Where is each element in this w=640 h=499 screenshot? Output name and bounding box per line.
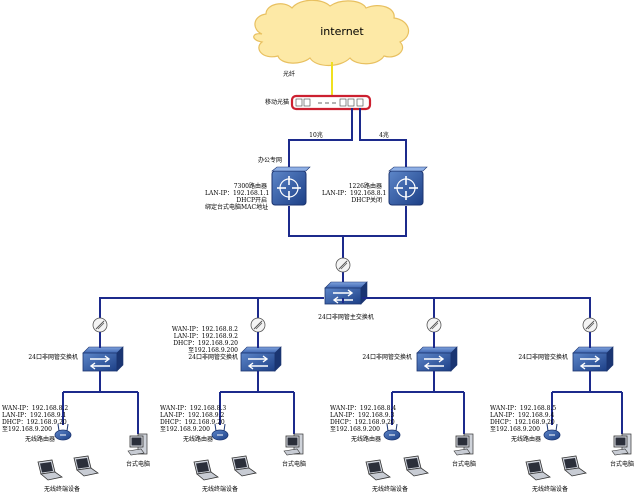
laptops-label: 无线终端设备: [201, 486, 239, 493]
ip-line: 至192.168.9.200: [2, 426, 52, 433]
router-right-line: LAN-IP：192.168.8.1: [322, 190, 387, 197]
laptop-icon: [231, 455, 257, 477]
hub-icon: [335, 257, 351, 273]
ip-line: DHCP：192.168.9.20: [490, 419, 555, 426]
uplink-lines: [288, 108, 407, 168]
desktop-computer-icon: [453, 433, 474, 456]
access-switch-2-info: WAN-IP：192.168.8.2 LAN-IP：192.168.9.2 DH…: [164, 326, 238, 361]
endpoint-devices: [37, 423, 632, 481]
access-switch-label: 24口非网管交换机: [188, 354, 238, 361]
switch-icon: [324, 281, 368, 305]
branch-3-ip: WAN-IP：192.168.8.4 LAN-IP：192.168.9.3 DH…: [330, 405, 396, 433]
desktop-label: 台式电脑: [125, 461, 151, 468]
access-switch-ip-line: DHCP：192.168.9.20: [173, 340, 238, 347]
ip-line: DHCP：192.168.9.20: [160, 419, 225, 426]
office-net-label: 办公专网: [257, 157, 283, 164]
desktop-label: 台式电脑: [451, 461, 477, 468]
switch-icon: [240, 346, 282, 372]
laptops-label: 无线终端设备: [371, 486, 409, 493]
laptop-icon: [193, 459, 219, 481]
ip-line: DHCP：192.168.9.20: [2, 419, 67, 426]
wifi-router-icon: [543, 423, 561, 441]
router-left-info: 7300路由器 LAN-IP：192.168.1.1 DHCP开启 绑定台式电脑…: [205, 183, 270, 211]
laptop-icon: [37, 459, 63, 481]
internet-cloud: [253, 0, 410, 67]
ip-line: WAN-IP：192.168.8.2: [2, 405, 69, 412]
router-7300: [271, 166, 311, 206]
router-icon: [388, 166, 428, 206]
ip-line: LAN-IP：192.168.9.1: [2, 412, 67, 419]
access-switch-label: 24口非网管交换机: [518, 354, 568, 361]
router-icon: [271, 166, 311, 206]
desktop-computer-icon: [127, 433, 148, 456]
laptop-icon: [525, 459, 551, 481]
router-merge-lines: [288, 206, 407, 286]
laptop-icon: [561, 455, 587, 477]
ip-line: WAN-IP：192.168.8.5: [490, 405, 557, 412]
branch-4-ip: WAN-IP：192.168.8.5 LAN-IP：192.168.9.4 DH…: [490, 405, 556, 433]
wifi-router-label: 无线路由器: [182, 436, 214, 443]
router-right-line: 1226路由器: [348, 183, 382, 190]
access-switch-ip-line: LAN-IP：192.168.9.2: [173, 333, 238, 340]
desktop-label: 台式电脑: [609, 461, 635, 468]
wifi-router-label: 无线路由器: [24, 436, 56, 443]
hub-icon: [250, 317, 266, 333]
wifi-router-icon: [383, 423, 401, 441]
link-right-label: 4兆: [379, 132, 389, 139]
router-left-line: 7300路由器: [233, 183, 267, 190]
access-switch-label: 24口非网管交换机: [28, 354, 78, 361]
ip-line: LAN-IP：192.168.9.2: [160, 412, 225, 419]
desktop-label: 台式电脑: [281, 461, 307, 468]
switch-icon: [572, 346, 614, 372]
ip-line: DHCP：192.168.9.20: [330, 419, 395, 426]
access-switches: [82, 346, 614, 372]
fiber-label: 光纤: [283, 71, 296, 78]
router-left-line: LAN-IP：192.168.1.1: [205, 190, 270, 197]
ip-line: 至192.168.9.200: [490, 426, 540, 433]
ip-line: LAN-IP：192.168.9.3: [330, 412, 395, 419]
ip-line: WAN-IP：192.168.8.4: [330, 405, 397, 412]
wifi-router-label: 无线路由器: [510, 436, 542, 443]
access-switch-ip-line: 至192.168.9.200: [188, 347, 238, 354]
desktop-computer-icon: [283, 433, 304, 456]
ip-line: 至192.168.9.200: [160, 426, 210, 433]
branch-1-ip: WAN-IP：192.168.8.2 LAN-IP：192.168.9.1 DH…: [2, 405, 68, 433]
router-1226: [388, 166, 428, 206]
access-switch-ip-line: WAN-IP：192.168.8.2: [171, 326, 238, 333]
wifi-router-icon: [54, 423, 72, 441]
modem-device: [290, 94, 372, 111]
wifi-router-label: 无线路由器: [350, 436, 382, 443]
core-switch-label: 24口非网管主交换机: [318, 314, 374, 321]
ip-line: LAN-IP：192.168.9.4: [490, 412, 555, 419]
hub-icon: [582, 317, 598, 333]
switch-icon: [416, 346, 458, 372]
laptops-label: 无线终端设备: [531, 486, 569, 493]
branch-lines: [62, 332, 623, 434]
laptops-label: 无线终端设备: [43, 486, 81, 493]
laptop-icon: [73, 455, 99, 477]
modem-label: 移动光猫: [264, 99, 289, 106]
internet-label: internet: [320, 25, 364, 38]
hub-connector-icon: [335, 257, 351, 273]
branch-2-ip: WAN-IP：192.168.8.3 LAN-IP：192.168.9.2 DH…: [160, 405, 226, 433]
ip-line: WAN-IP：192.168.8.3: [160, 405, 227, 412]
laptop-icon: [403, 455, 429, 477]
router-right-line: DHCP关闭: [351, 197, 382, 204]
ip-line: 至192.168.9.200: [330, 426, 380, 433]
desktop-computer-icon: [611, 433, 632, 456]
wifi-router-icon: [211, 423, 229, 441]
core-switch: [324, 281, 368, 305]
link-left-label: 10兆: [309, 132, 323, 139]
router-left-line: 绑定台式电脑MAC地址: [205, 204, 269, 211]
laptop-icon: [365, 459, 391, 481]
hub-icon: [426, 317, 442, 333]
router-right-info: 1226路由器 LAN-IP：192.168.8.1 DHCP关闭: [322, 183, 387, 204]
switch-icon: [82, 346, 124, 372]
distribution-bus: [99, 297, 591, 318]
router-left-line: DHCP开启: [236, 197, 267, 204]
access-switch-label: 24口非网管交换机: [362, 354, 412, 361]
hub-icon: [92, 317, 108, 333]
